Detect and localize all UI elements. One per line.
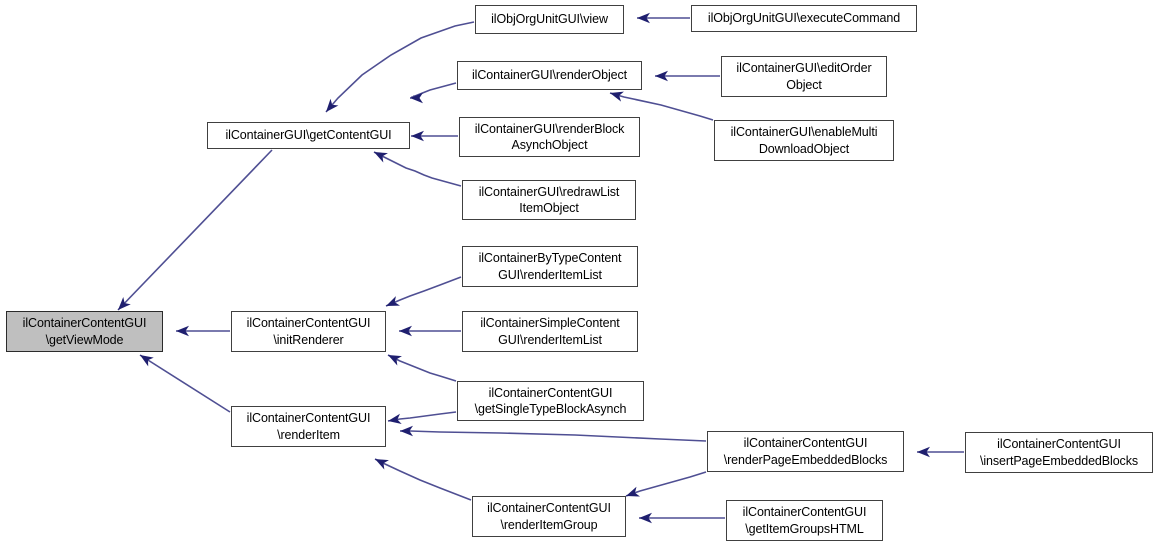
arrow-head-icon xyxy=(400,425,413,437)
graph-node-label: ilContainerGUI\enableMulti DownloadObjec… xyxy=(730,125,878,156)
graph-node-label: ilContainerContentGUI \renderItemGroup xyxy=(487,501,611,532)
graph-edge-getViewMode-to-renderItem xyxy=(139,354,231,413)
arrow-head-icon xyxy=(176,325,189,337)
graph-edge-getContentGUI-to-getViewMode xyxy=(117,149,273,311)
graph-edge-insertPageEmbeddedBlocks-to-renderPageEmbeddedBlocks xyxy=(917,446,964,458)
graph-node-getViewMode[interactable]: ilContainerContentGUI \getViewMode xyxy=(6,311,163,352)
edge-line xyxy=(609,92,714,121)
graph-node-label: ilContainerContentGUI \getItemGroupsHTML xyxy=(742,505,867,536)
arrow-head-icon xyxy=(655,70,668,82)
graph-edge-renderBlockAsynchObject-to-getContentGUI xyxy=(411,130,458,142)
graph-node-redrawListItemObject[interactable]: ilContainerGUI\redrawList ItemObject xyxy=(462,180,636,220)
edge-line xyxy=(385,276,462,307)
graph-edge-simpleRenderItemList-to-initRenderer xyxy=(399,325,461,337)
arrow-head-icon xyxy=(639,512,652,524)
graph-node-label: ilObjOrgUnitGUI\executeCommand xyxy=(707,11,901,26)
graph-node-label: ilContainerGUI\getContentGUI xyxy=(225,128,392,143)
arrow-head-icon xyxy=(374,152,388,163)
edge-line xyxy=(625,471,707,497)
graph-node-label: ilContainerGUI\editOrder Object xyxy=(736,61,872,92)
graph-node-renderItem[interactable]: ilContainerContentGUI \renderItem xyxy=(231,406,386,447)
arrow-head-icon xyxy=(386,296,400,306)
graph-node-view[interactable]: ilObjOrgUnitGUI\view xyxy=(475,5,624,34)
arrow-head-icon xyxy=(626,486,640,497)
edge-line xyxy=(410,82,457,99)
edge-line xyxy=(117,149,273,311)
arrow-head-icon xyxy=(326,98,339,112)
graph-node-getItemGroupsHTML[interactable]: ilContainerContentGUI \getItemGroupsHTML xyxy=(726,500,883,541)
arrow-head-icon xyxy=(410,92,423,104)
graph-node-renderPageEmbeddedBlocks[interactable]: ilContainerContentGUI \renderPageEmbedde… xyxy=(707,431,904,472)
graph-edge-executeCommand-to-view xyxy=(637,12,690,24)
graph-node-label: ilContainerContentGUI \renderPageEmbedde… xyxy=(723,436,888,467)
edge-line xyxy=(325,21,475,113)
graph-node-label: ilContainerContentGUI \initRenderer xyxy=(246,316,371,347)
arrow-head-icon xyxy=(399,325,412,337)
graph-node-label: ilContainerSimpleContent GUI\renderItemL… xyxy=(480,316,620,347)
graph-node-enableMultiDownloadObject[interactable]: ilContainerGUI\enableMulti DownloadObjec… xyxy=(714,120,894,161)
graph-node-insertPageEmbeddedBlocks[interactable]: ilContainerContentGUI \insertPageEmbedde… xyxy=(965,432,1153,473)
graph-edge-getItemGroupsHTML-to-renderItemGroup xyxy=(639,512,725,524)
graph-edge-getSingleTypeBlockAsynch-to-initRenderer xyxy=(387,354,457,382)
arrow-head-icon xyxy=(140,355,154,367)
graph-edge-renderPageEmbeddedBlocks-to-renderItem xyxy=(400,425,707,442)
graph-edge-renderPageEmbeddedBlocks-to-renderItemGroup xyxy=(625,471,707,497)
graph-node-label: ilContainerGUI\renderBlock AsynchObject xyxy=(474,121,625,153)
graph-edge-byTypeRenderItemList-to-initRenderer xyxy=(385,276,462,307)
arrow-head-icon xyxy=(637,12,650,24)
graph-edge-enableMultiDownloadObject-to-renderObject xyxy=(609,91,714,121)
graph-node-byTypeRenderItemList[interactable]: ilContainerByTypeContent GUI\renderItemL… xyxy=(462,246,638,287)
graph-edge-view-to-getContentGUI xyxy=(325,21,475,113)
arrow-head-icon xyxy=(388,413,402,424)
graph-node-editOrderObject[interactable]: ilContainerGUI\editOrder Object xyxy=(721,56,887,97)
graph-node-label: ilContainerContentGUI \getViewMode xyxy=(22,316,147,347)
graph-edge-getSingleTypeBlockAsynch-to-renderItem xyxy=(387,411,457,424)
edge-line xyxy=(373,151,462,187)
graph-edge-getViewMode-to-initRenderer xyxy=(176,325,230,337)
arrow-head-icon xyxy=(610,91,624,102)
graph-node-label: ilContainerContentGUI \getSingleTypeBloc… xyxy=(474,385,627,417)
edge-line xyxy=(374,458,472,501)
graph-edge-renderObject-to-getContentGUI xyxy=(410,82,457,104)
arrow-head-icon xyxy=(375,459,389,470)
graph-node-label: ilObjOrgUnitGUI\view xyxy=(491,12,608,27)
graph-node-simpleRenderItemList[interactable]: ilContainerSimpleContent GUI\renderItemL… xyxy=(462,311,638,352)
graph-node-renderItemGroup[interactable]: ilContainerContentGUI \renderItemGroup xyxy=(472,496,626,537)
graph-node-executeCommand[interactable]: ilObjOrgUnitGUI\executeCommand xyxy=(691,5,917,32)
graph-node-renderBlockAsynchObject[interactable]: ilContainerGUI\renderBlock AsynchObject xyxy=(459,117,640,157)
edge-line xyxy=(387,354,457,382)
edge-line xyxy=(387,411,457,422)
graph-edge-editOrderObject-to-renderObject xyxy=(655,70,720,82)
graph-edge-redrawListItemObject-to-getContentGUI xyxy=(373,151,462,187)
graph-node-label: ilContainerGUI\renderObject xyxy=(471,68,627,83)
graph-node-getContentGUI[interactable]: ilContainerGUI\getContentGUI xyxy=(207,122,410,149)
edge-line xyxy=(400,430,707,442)
graph-node-label: ilContainerContentGUI \insertPageEmbedde… xyxy=(979,437,1138,468)
graph-node-label: ilContainerByTypeContent GUI\renderItemL… xyxy=(478,251,622,282)
arrow-head-icon xyxy=(388,355,402,366)
arrow-head-icon xyxy=(411,130,424,142)
graph-node-getSingleTypeBlockAsynch[interactable]: ilContainerContentGUI \getSingleTypeBloc… xyxy=(457,381,644,421)
arrow-head-icon xyxy=(917,446,930,458)
edge-line xyxy=(139,354,231,413)
graph-node-renderObject[interactable]: ilContainerGUI\renderObject xyxy=(457,61,642,90)
graph-node-initRenderer[interactable]: ilContainerContentGUI \initRenderer xyxy=(231,311,386,352)
graph-edge-renderItemGroup-to-renderItem xyxy=(374,458,472,501)
graph-node-label: ilContainerGUI\redrawList ItemObject xyxy=(478,184,620,216)
graph-node-label: ilContainerContentGUI \renderItem xyxy=(246,411,371,442)
